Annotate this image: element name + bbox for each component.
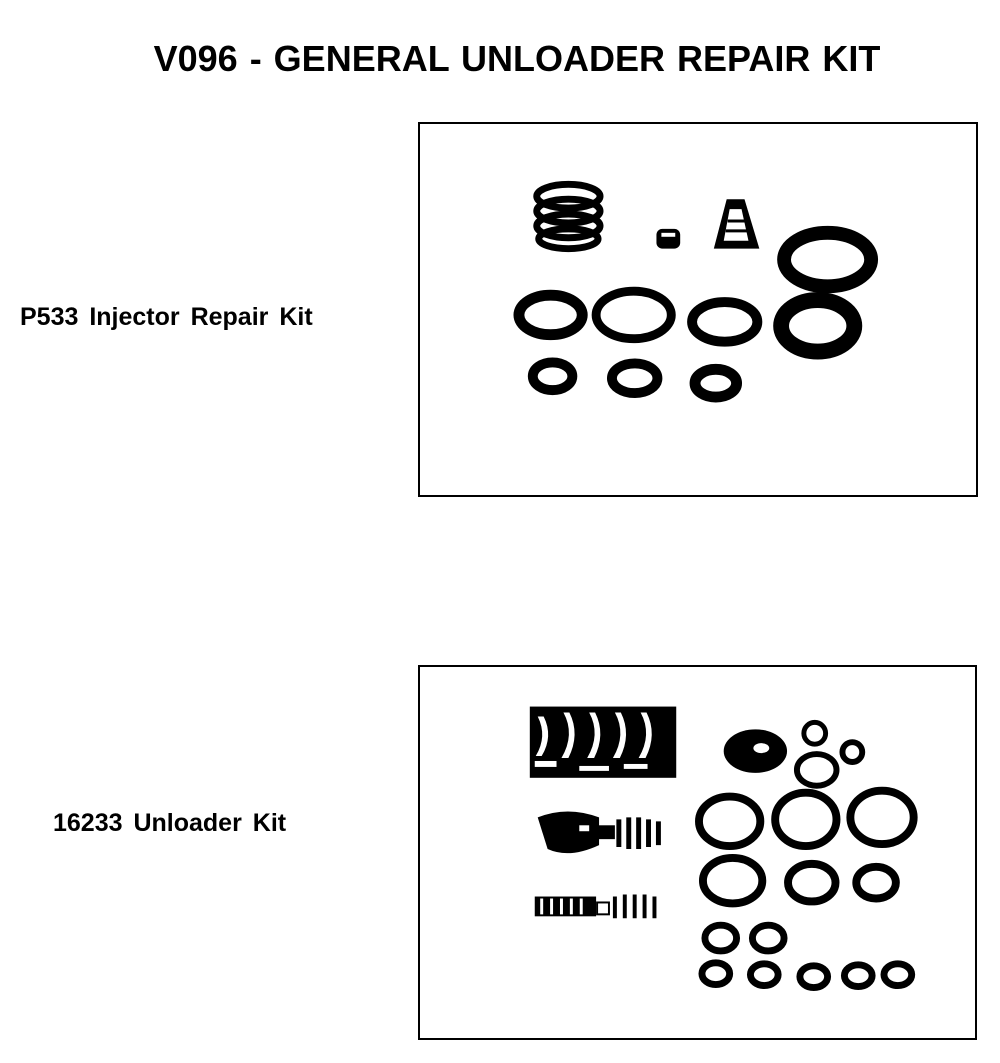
kit-label-injector: P533 Injector Repair Kit <box>20 303 313 331</box>
small-o-ring-row <box>527 357 743 403</box>
small-valve-part <box>656 228 681 249</box>
kit-label-unloader: 16233 Unloader Kit <box>53 809 287 837</box>
o-ring-row <box>513 286 863 360</box>
o-ring <box>777 225 879 294</box>
injector-kit-illustration <box>513 180 879 403</box>
piston-part <box>537 811 661 854</box>
cone-seat-part <box>713 199 760 249</box>
spring-part <box>533 180 604 253</box>
large-spring-part <box>529 706 677 778</box>
page-title: V096 - GENERAL UNLOADER REPAIR KIT <box>153 38 881 79</box>
o-ring-set <box>695 719 918 992</box>
kit-photo-injector <box>418 122 978 497</box>
small-spring-part <box>534 894 657 919</box>
washer-part <box>723 729 866 773</box>
unloader-kit-illustration <box>529 706 918 992</box>
kit-photo-unloader <box>418 665 977 1040</box>
